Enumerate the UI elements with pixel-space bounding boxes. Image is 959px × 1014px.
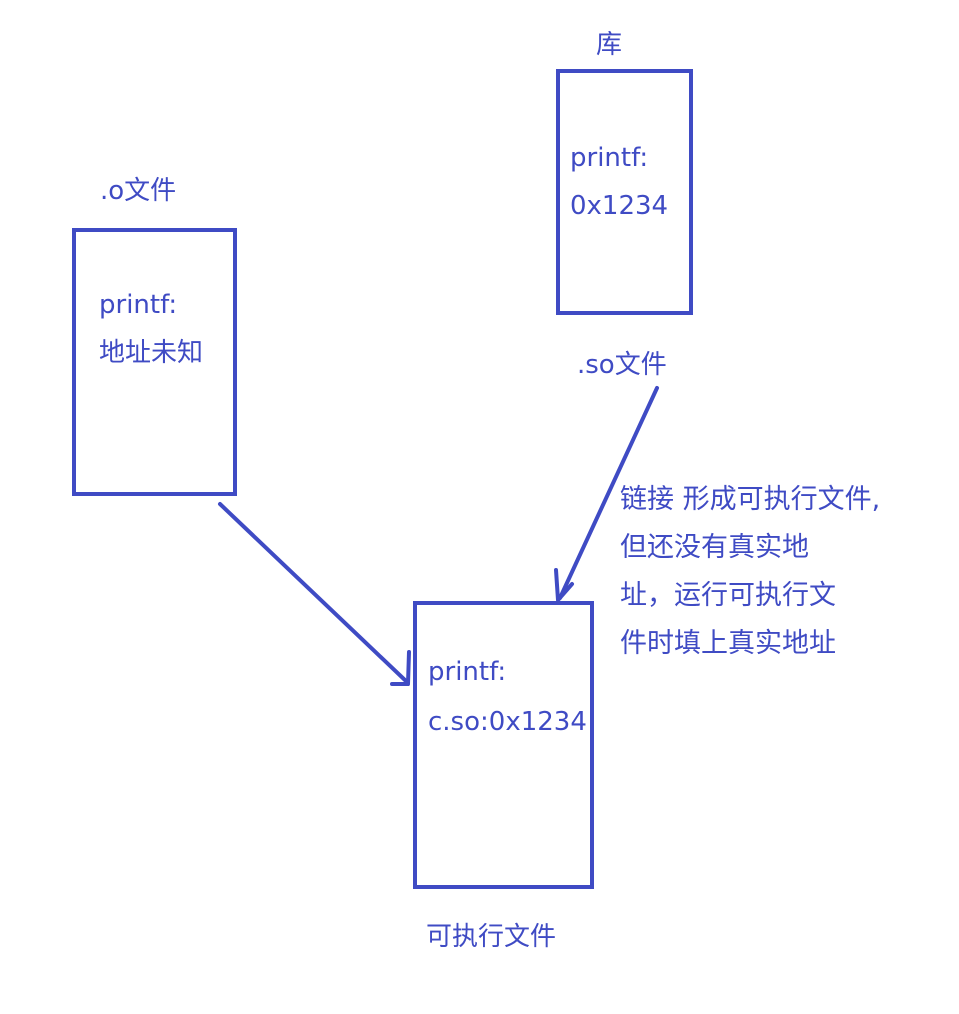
object-file-box: printf: 地址未知 [72, 228, 237, 496]
so-file-label: .so文件 [577, 350, 667, 380]
executable-box: printf: c.so:0x1234 [413, 601, 594, 889]
arrowhead-object-to-executable [390, 650, 411, 686]
executable-line-1: printf: [428, 657, 507, 687]
link-note: 链接 形成可执行文件, 但还没有真实地 址，运行可执行文 件时填上真实地址 [620, 476, 880, 668]
note-line-2: 但还没有真实地 [620, 532, 809, 563]
library-line-2: 0x1234 [570, 191, 669, 221]
arrow-so-to-executable [558, 386, 659, 600]
arrowhead-so-to-executable [554, 568, 574, 602]
arrow-object-to-executable [218, 502, 409, 684]
library-line-1: printf: [570, 143, 649, 173]
note-line-4: 件时填上真实地址 [620, 628, 836, 659]
library-caption: 库 [596, 30, 623, 60]
note-line-1: 链接 形成可执行文件, [620, 484, 881, 515]
object-line-2: 地址未知 [99, 338, 204, 368]
executable-line-2: c.so:0x1234 [428, 707, 587, 737]
executable-file-label: 可执行文件 [426, 922, 557, 952]
object-file-caption: .o文件 [100, 176, 177, 206]
library-box: printf: 0x1234 [556, 69, 693, 315]
object-line-1: printf: [99, 290, 178, 320]
note-line-3: 址，运行可执行文 [620, 580, 836, 611]
